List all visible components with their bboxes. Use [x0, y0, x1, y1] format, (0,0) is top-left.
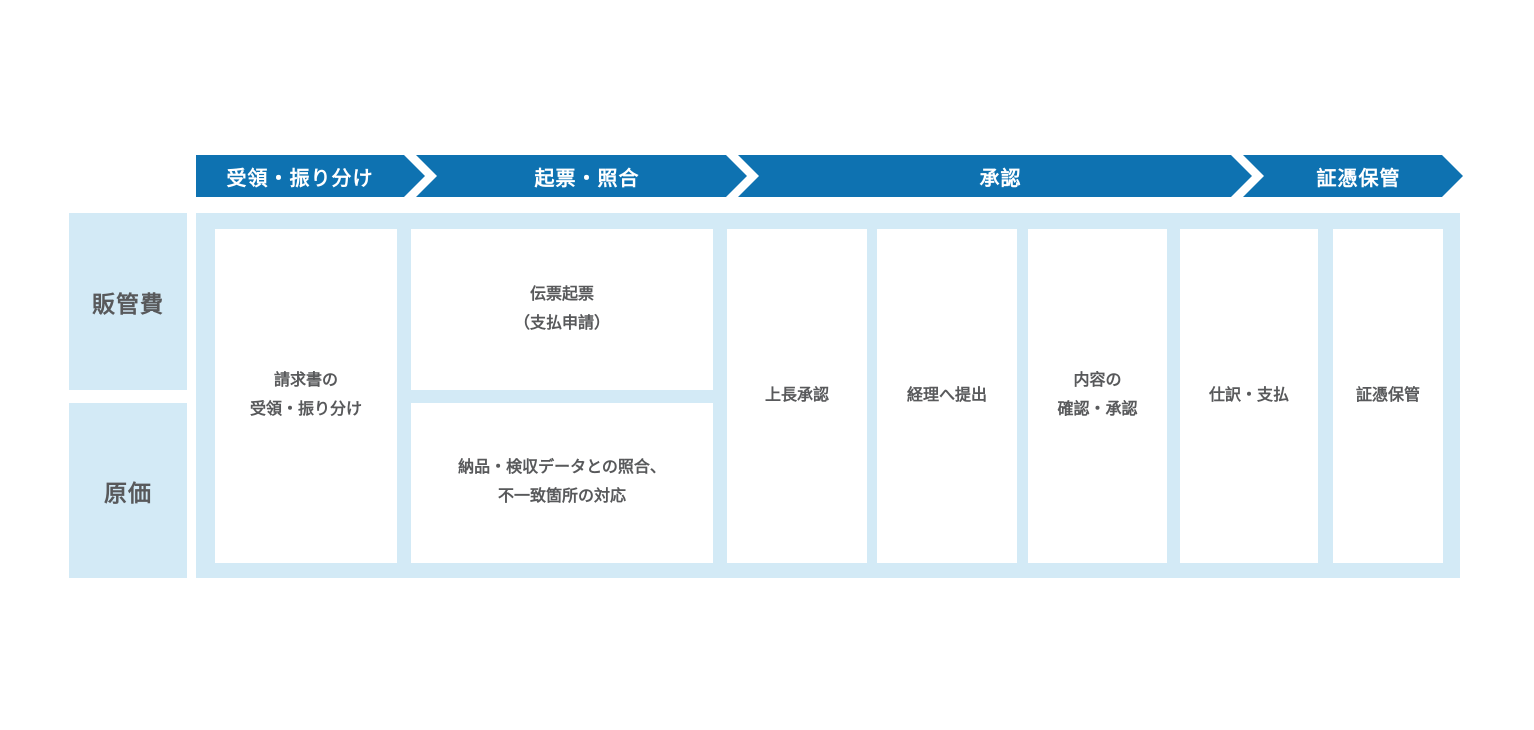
step-label: 仕訳・支払 [1208, 386, 1289, 404]
step-content-check-approval: 内容の 確認・承認 [1028, 229, 1167, 563]
step-label: 経理へ提出 [906, 386, 987, 404]
step-label: 上長承認 [764, 386, 829, 404]
step-label: 納品・検収データとの照合、 不一致箇所の対応 [458, 459, 666, 505]
step-label: 内容の 確認・承認 [1057, 372, 1138, 418]
stage-arrow-entry-matching: 起票・照合 [416, 155, 747, 197]
step-supervisor-approval: 上長承認 [727, 229, 867, 563]
stage-arrow-approval: 承認 [738, 155, 1252, 197]
row-label-text: 販管費 [92, 290, 164, 317]
step-delivery-data-matching: 納品・検収データとの照合、 不一致箇所の対応 [411, 403, 713, 563]
stage-label: 証憑保管 [1316, 167, 1401, 190]
step-evidence-storage: 証憑保管 [1333, 229, 1443, 563]
step-submit-to-accounting: 経理へ提出 [877, 229, 1017, 563]
stage-label: 起票・照合 [534, 167, 640, 190]
step-journal-payment: 仕訳・支払 [1180, 229, 1318, 563]
step-invoice-receive-sort: 請求書の 受領・振り分け [215, 229, 397, 563]
step-label: 証憑保管 [1355, 386, 1420, 404]
step-label: 伝票起票 （支払申請） [513, 285, 610, 332]
row-label-cost: 原価 [69, 403, 187, 578]
row-label-text: 原価 [104, 479, 152, 506]
step-voucher-entry: 伝票起票 （支払申請） [411, 229, 713, 390]
stage-arrow-evidence-storage: 証憑保管 [1243, 155, 1463, 197]
step-label: 請求書の 受領・振り分け [249, 372, 362, 418]
stage-label: 受領・振り分け [226, 167, 374, 190]
row-label-sga-expenses: 販管費 [69, 213, 187, 390]
stage-arrow-receive-sort: 受領・振り分け [196, 155, 425, 197]
stage-label: 承認 [979, 167, 1022, 190]
